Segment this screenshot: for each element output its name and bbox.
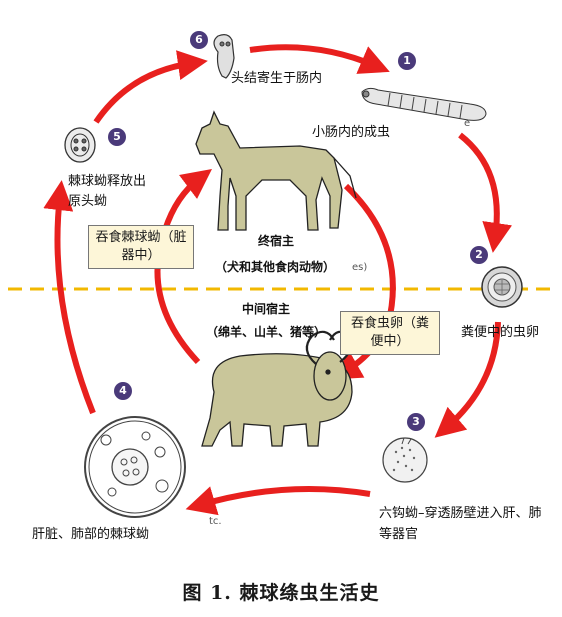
step-badge-6: 6 [190,31,208,49]
step-badge-4: 4 [114,382,132,400]
step-badge-5: 5 [108,128,126,146]
egg-icon [481,266,523,308]
ingest-cyst-box: 吞食棘球蚴（脏器中） [88,225,194,269]
figure-caption: 图 1. 棘球绦虫生活史 [182,582,380,604]
intermediate-host-title: 中间宿主 [241,302,290,316]
step-badge-1: 1 [398,52,416,70]
step-label-1: 小肠内的成虫 [312,125,391,140]
definitive-host-desc: （犬和其他食肉动物） [214,260,335,274]
oncosphere-icon [382,437,428,483]
step-label-4: 肝脏、肺部的棘球蚴 [32,527,150,542]
text-fragment-etc: tc. [209,516,222,527]
sheep-icon [201,330,353,447]
text-fragment-es: es) [352,262,368,273]
step-label-3: 六钩蚴–穿透肠壁进入肝、肺等器官 [379,506,542,542]
arrow-2-to-3 [434,321,501,438]
step-label-2: 粪便中的虫卵 [461,325,540,340]
text-fragment-e: e [464,118,471,129]
arrow-5-to-6 [93,50,208,124]
hydatid-cyst-icon [84,416,186,518]
step-label-6: 头结寄生于肠内 [231,71,323,86]
step-badge-2: 2 [470,246,488,264]
protoscolex-icon [64,127,96,163]
arrow-1-to-2 [458,132,513,253]
step-badge-3: 3 [407,413,425,431]
arrow-6-to-1 [249,44,390,74]
ingest-egg-box: 吞食虫卵（粪便中） [340,311,440,355]
adult-worm-icon [361,87,487,121]
scolex-icon [213,34,235,79]
step-label-5: 棘球蚴释放出原头蚴 [68,174,147,209]
definitive-host-title: 终宿主 [257,234,294,248]
intermediate-host-desc: （绵羊、山羊、猪等） [205,325,326,339]
arrow-4-to-5 [43,180,96,415]
dog-icon [195,110,357,231]
arrow-3-to-4 [185,485,371,516]
